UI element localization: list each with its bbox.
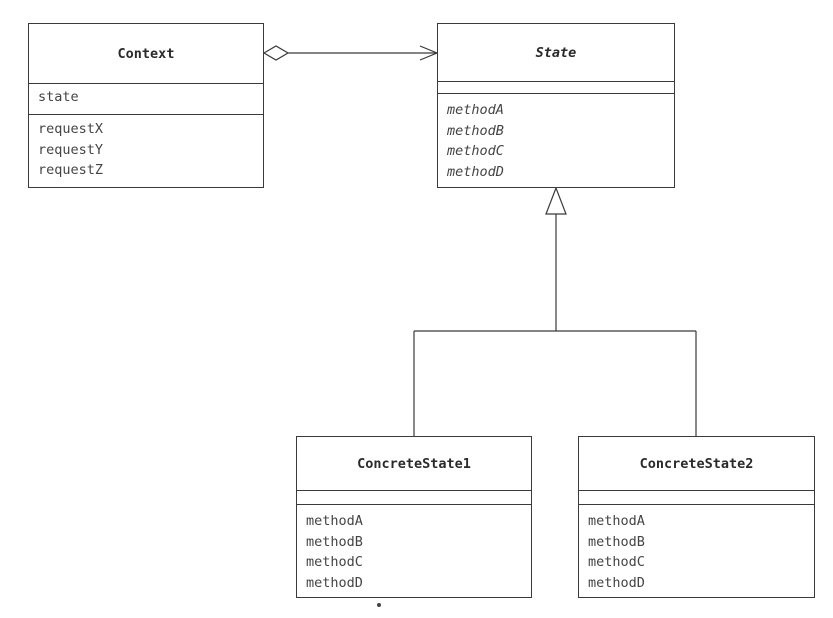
class-name: State — [438, 24, 674, 82]
inheritance-triangle — [545, 186, 567, 215]
method-requestz: requestZ — [38, 162, 104, 178]
method-b: methodB — [306, 533, 363, 550]
method-a: methodA — [306, 513, 363, 529]
aggregation-diamond — [262, 45, 290, 61]
concrete-state-1-class: ConcreteState1 methodA methodB methodC m… — [296, 436, 532, 598]
method-a: methodA — [588, 513, 645, 529]
class-methods: methodA methodB methodC methodD — [297, 505, 531, 598]
method-c: methodC — [447, 143, 504, 159]
class-methods: methodA methodB methodC methodD — [579, 505, 814, 598]
aggregation-context-state — [262, 45, 439, 61]
stray-dot — [377, 603, 381, 607]
context-class: Context state requestX requestY requestZ — [28, 23, 264, 188]
generalization-tree — [413, 186, 697, 436]
method-d: methodD — [447, 163, 504, 180]
method-c: methodC — [306, 554, 363, 570]
class-name: ConcreteState2 — [579, 437, 814, 491]
concrete-state-2-class: ConcreteState2 methodA methodB methodC m… — [578, 436, 815, 598]
class-fields — [579, 491, 814, 505]
method-d: methodD — [588, 574, 645, 591]
method-b: methodB — [588, 533, 645, 550]
field-state: state — [38, 89, 79, 105]
method-d: methodD — [306, 574, 363, 591]
method-c: methodC — [588, 554, 645, 570]
class-methods: methodA methodB methodC methodD — [438, 94, 674, 187]
class-fields — [297, 491, 531, 505]
class-methods: requestX requestY requestZ — [29, 115, 263, 186]
method-requestx: requestX — [38, 121, 104, 137]
method-b: methodB — [447, 122, 504, 139]
class-name: Context — [29, 24, 263, 84]
class-fields: state — [29, 84, 263, 115]
state-abstract-class: State methodA methodB methodC methodD — [437, 23, 675, 188]
class-name: ConcreteState1 — [297, 437, 531, 491]
method-requesty: requestY — [38, 141, 104, 158]
method-a: methodA — [447, 102, 504, 118]
class-fields — [438, 82, 674, 94]
